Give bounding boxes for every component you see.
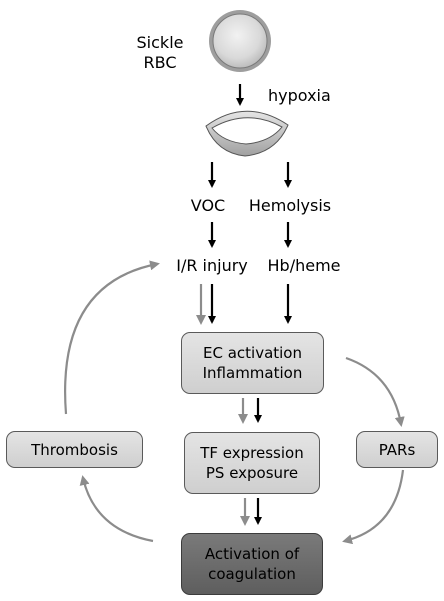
hb-heme-label: Hb/heme — [267, 256, 341, 275]
pars-label: PARs — [378, 440, 416, 459]
ec-activation-line1: EC activation — [202, 344, 302, 362]
ir-injury-label: I/R injury — [176, 256, 248, 275]
coagulation-line2: coagulation — [208, 565, 296, 583]
thrombosis-box: Thrombosis — [6, 431, 143, 468]
round-rbc-icon — [209, 10, 271, 72]
arrow-pars-to-coag — [342, 469, 405, 545]
sickle-rbc-label-line1: Sickle — [136, 33, 184, 52]
tf-expression-line1: TF expression — [200, 444, 304, 462]
hemolysis-label: Hemolysis — [248, 196, 332, 215]
voc-label: VOC — [190, 196, 226, 215]
tf-expression-box: TF expression PS exposure — [184, 432, 320, 494]
sickle-rbc-label-line2: RBC — [143, 53, 177, 72]
thrombosis-label: Thrombosis — [31, 440, 118, 459]
coagulation-line1: Activation of — [204, 545, 300, 563]
pars-box: PARs — [356, 431, 438, 468]
ec-activation-line2: Inflammation — [202, 364, 303, 382]
coagulation-box: Activation of coagulation — [181, 533, 323, 595]
arrow-ec-to-pars — [345, 356, 405, 427]
sickle-cell-icon — [205, 110, 289, 157]
arrow-coag-to-thrombosis — [79, 475, 154, 543]
sickle-rbc-label: Sickle RBC — [137, 33, 184, 73]
arrow-thrombosis-to-ir — [64, 260, 160, 415]
hypoxia-label: hypoxia — [268, 86, 331, 105]
ec-activation-box: EC activation Inflammation — [181, 332, 324, 394]
tf-expression-line2: PS exposure — [205, 464, 299, 482]
